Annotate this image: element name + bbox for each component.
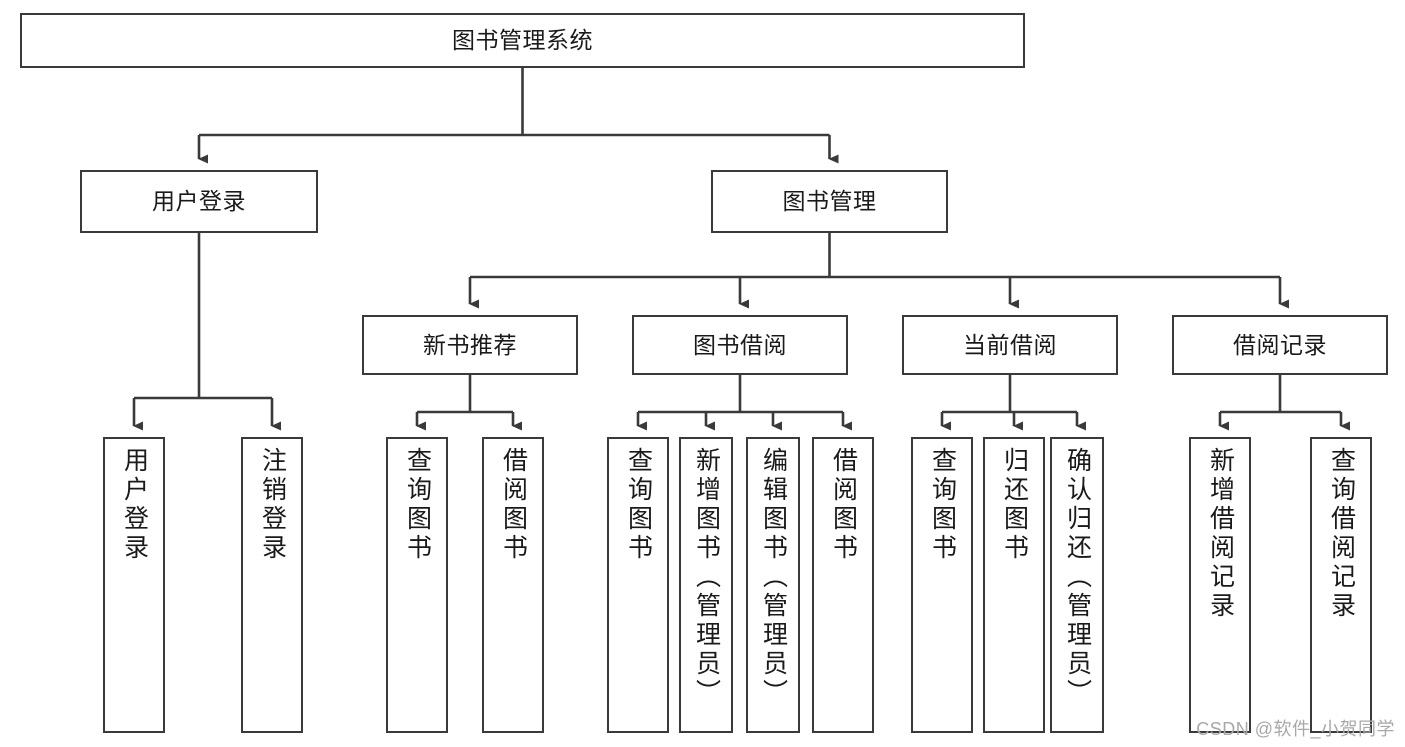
node-user-login-label: 用户登录 xyxy=(152,188,246,215)
node-leaf-confirm-return[interactable]: 确认归还（管理员） xyxy=(1050,437,1104,733)
node-book-borrow[interactable]: 图书借阅 xyxy=(632,315,848,375)
node-leaf-user-login-label: 用户登录 xyxy=(120,447,149,563)
node-borrow-record-label: 借阅记录 xyxy=(1233,331,1327,358)
node-leaf-query-record-label: 查询借阅记录 xyxy=(1327,447,1356,621)
node-root[interactable]: 图书管理系统 xyxy=(20,13,1025,68)
node-leaf-add-record[interactable]: 新增借阅记录 xyxy=(1189,437,1251,733)
node-book-management[interactable]: 图书管理 xyxy=(711,170,948,233)
node-root-label: 图书管理系统 xyxy=(452,27,593,54)
node-leaf-query-book-3[interactable]: 查询图书 xyxy=(911,437,973,733)
node-leaf-borrow-book-1[interactable]: 借阅图书 xyxy=(482,437,544,733)
node-leaf-confirm-return-label: 确认归还（管理员） xyxy=(1063,447,1092,708)
node-book-borrow-label: 图书借阅 xyxy=(693,331,787,358)
node-leaf-add-book-label: 新增图书（管理员） xyxy=(692,447,721,708)
node-leaf-query-book-2[interactable]: 查询图书 xyxy=(607,437,669,733)
node-leaf-return-book-label: 归还图书 xyxy=(1000,447,1029,563)
node-new-book-recommend[interactable]: 新书推荐 xyxy=(362,315,578,375)
node-leaf-query-book-1[interactable]: 查询图书 xyxy=(386,437,448,733)
node-current-borrow-label: 当前借阅 xyxy=(963,331,1057,358)
node-borrow-record[interactable]: 借阅记录 xyxy=(1172,315,1388,375)
node-leaf-edit-book-label: 编辑图书（管理员） xyxy=(759,447,788,708)
node-leaf-query-book-2-label: 查询图书 xyxy=(624,447,653,563)
node-leaf-user-login[interactable]: 用户登录 xyxy=(103,437,165,733)
node-leaf-borrow-book-1-label: 借阅图书 xyxy=(499,447,528,563)
node-leaf-query-record[interactable]: 查询借阅记录 xyxy=(1310,437,1372,733)
node-leaf-query-book-3-label: 查询图书 xyxy=(928,447,957,563)
node-leaf-logout-label: 注销登录 xyxy=(258,447,287,563)
node-leaf-add-book[interactable]: 新增图书（管理员） xyxy=(679,437,733,733)
node-user-login[interactable]: 用户登录 xyxy=(80,170,318,233)
node-book-management-label: 图书管理 xyxy=(782,188,877,215)
node-leaf-edit-book[interactable]: 编辑图书（管理员） xyxy=(746,437,800,733)
node-leaf-add-record-label: 新增借阅记录 xyxy=(1206,447,1235,621)
node-leaf-query-book-1-label: 查询图书 xyxy=(403,447,432,563)
node-leaf-logout[interactable]: 注销登录 xyxy=(241,437,303,733)
node-leaf-borrow-book-2[interactable]: 借阅图书 xyxy=(812,437,874,733)
node-current-borrow[interactable]: 当前借阅 xyxy=(902,315,1118,375)
node-leaf-return-book[interactable]: 归还图书 xyxy=(983,437,1045,733)
node-leaf-borrow-book-2-label: 借阅图书 xyxy=(829,447,858,563)
node-new-book-recommend-label: 新书推荐 xyxy=(423,331,517,358)
